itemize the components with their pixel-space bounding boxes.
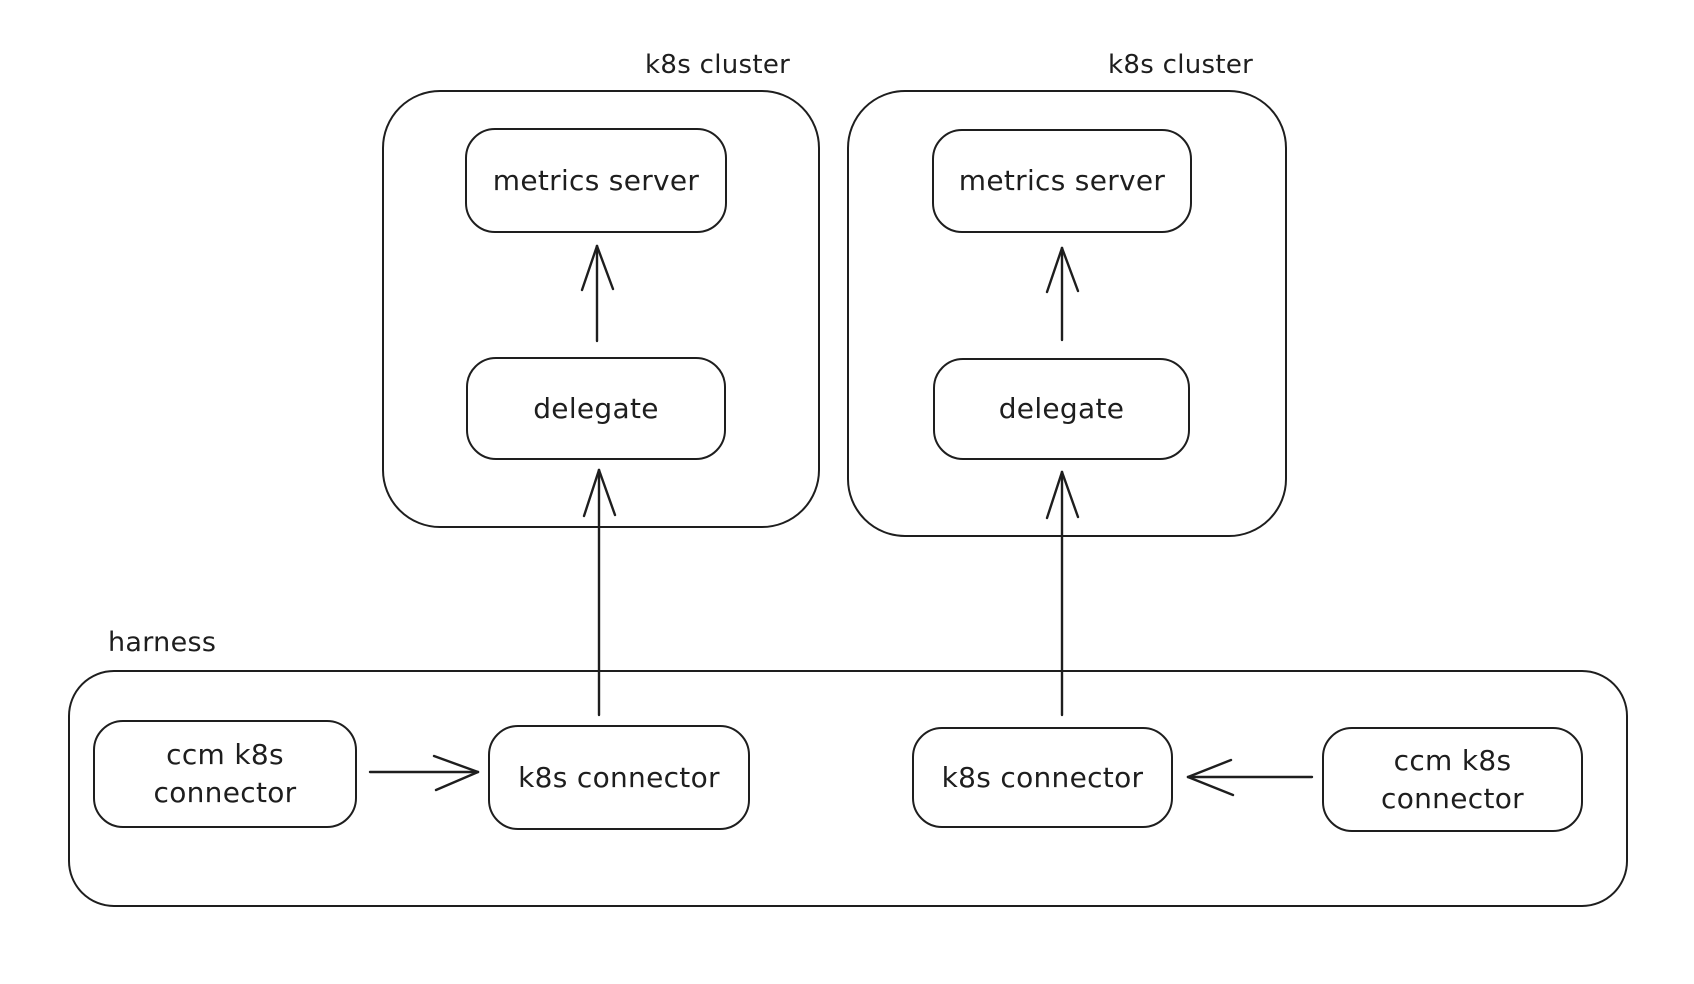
ccm-k8s-connector-node-right: ccm k8s connector (1322, 727, 1583, 832)
delegate-node-left: delegate (466, 357, 726, 460)
cluster-label-left: k8s cluster (645, 50, 791, 80)
cluster-frame-right (847, 90, 1287, 537)
k8s-connector-label: k8s connector (941, 760, 1144, 794)
harness-frame (68, 670, 1628, 907)
metrics-server-node-left: metrics server (465, 128, 727, 233)
delegate-label: delegate (998, 392, 1125, 426)
k8s-connector-node-right: k8s connector (912, 727, 1173, 828)
delegate-label: delegate (533, 391, 659, 425)
metrics-server-node-right: metrics server (932, 129, 1192, 233)
cluster-label-right: k8s cluster (1108, 50, 1254, 80)
k8s-connector-label: k8s connector (518, 760, 720, 794)
cluster-frame-left (382, 90, 820, 528)
ccm-k8s-connector-label: ccm k8s connector (153, 738, 297, 809)
ccm-k8s-connector-node-left: ccm k8s connector (93, 720, 357, 828)
delegate-node-right: delegate (933, 358, 1190, 460)
ccm-k8s-connector-label: ccm k8s connector (1381, 743, 1524, 815)
k8s-connector-node-left: k8s connector (488, 725, 750, 830)
metrics-server-label: metrics server (958, 164, 1166, 198)
metrics-server-label: metrics server (492, 163, 700, 197)
harness-label: harness (108, 627, 217, 658)
